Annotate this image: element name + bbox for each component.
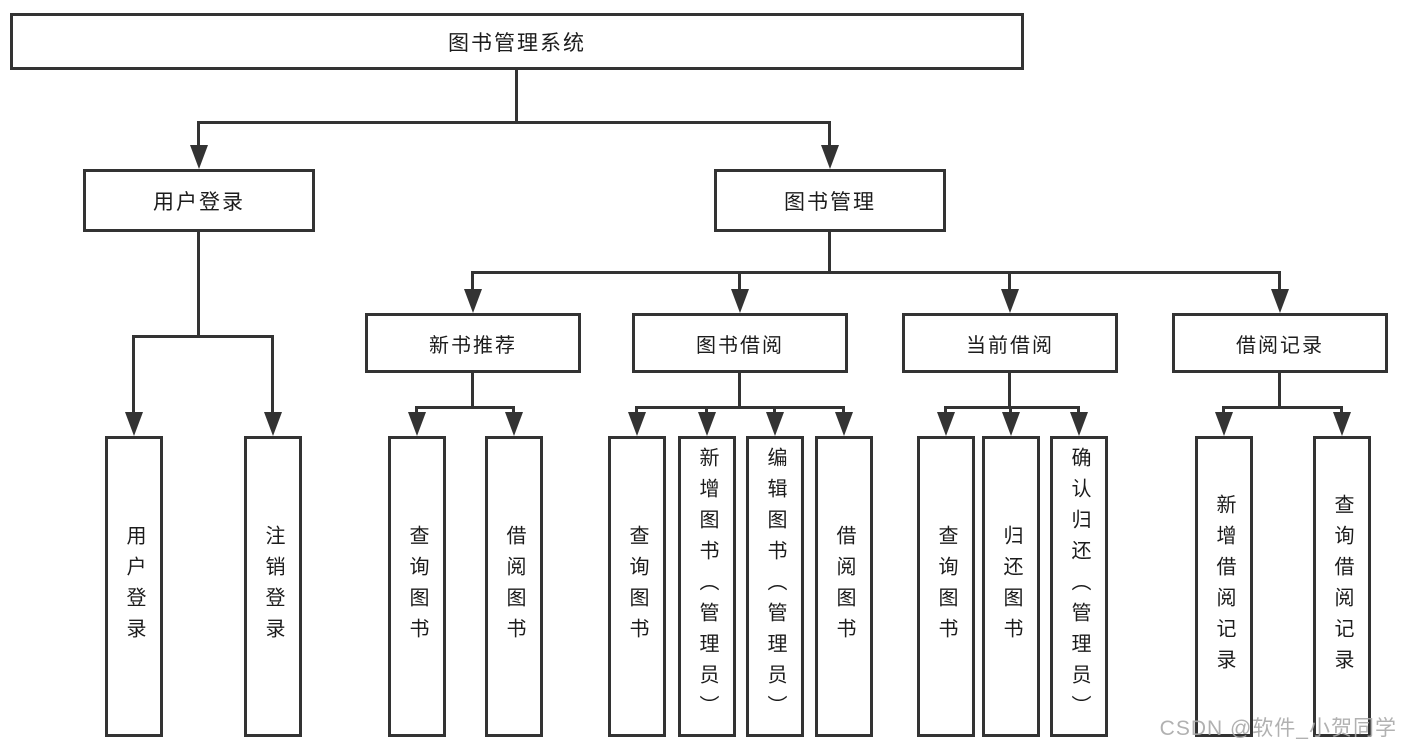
connector-line [512, 406, 515, 415]
watermark: CSDN @软件_小贺同学 [1159, 717, 1397, 740]
connector-line [738, 373, 741, 408]
connector-line [1222, 406, 1225, 415]
connector-line [415, 406, 418, 415]
leaf-add-books-admin: 新增图书（管理员） [678, 436, 736, 737]
connector-line [828, 121, 831, 148]
leaf-label: 新增图书（管理员） [696, 447, 718, 726]
connector-line [1008, 373, 1011, 408]
node-book-management: 图书管理 [714, 169, 946, 232]
connector-line [828, 232, 831, 273]
arrow-down-icon [821, 145, 839, 169]
arrow-down-icon [190, 145, 208, 169]
leaf-logout: 注销登录 [244, 436, 302, 737]
arrow-down-icon [731, 289, 749, 313]
connector-line [471, 271, 474, 291]
connector-line [1278, 271, 1281, 291]
node-library-management-system: 图书管理系统 [10, 13, 1024, 70]
connector-line [1008, 271, 1011, 291]
arrow-down-icon [1215, 412, 1233, 436]
connector-line [635, 406, 638, 415]
connector-line [944, 406, 1080, 409]
leaf-confirm-return-admin: 确认归还（管理员） [1050, 436, 1108, 737]
node-user-login: 用户登录 [83, 169, 315, 232]
arrow-down-icon [464, 289, 482, 313]
connector-line [1340, 406, 1343, 415]
connector-line [842, 406, 845, 415]
arrow-down-icon [1333, 412, 1351, 436]
connector-line [132, 335, 274, 338]
leaf-label: 用户登录 [123, 524, 145, 649]
leaf-return-books: 归还图书 [982, 436, 1040, 737]
arrow-down-icon [125, 412, 143, 436]
connector-line [515, 70, 518, 123]
connector-line [1009, 406, 1012, 415]
connector-line [132, 335, 135, 414]
leaf-label: 归还图书 [1000, 524, 1022, 649]
connector-line [1278, 373, 1281, 408]
leaf-query-books-recommend: 查询图书 [388, 436, 446, 737]
leaf-label: 注销登录 [262, 524, 284, 649]
leaf-add-borrow-record: 新增借阅记录 [1195, 436, 1253, 737]
node-new-book-recommendation: 新书推荐 [365, 313, 581, 373]
leaf-query-borrow-record: 查询借阅记录 [1313, 436, 1371, 737]
leaf-query-books-borrowing: 查询图书 [608, 436, 666, 737]
arrow-down-icon [264, 412, 282, 436]
arrow-down-icon [1001, 289, 1019, 313]
leaf-label: 查询借阅记录 [1331, 493, 1353, 680]
leaf-label: 查询图书 [935, 524, 957, 649]
leaf-borrow-books-recommend: 借阅图书 [485, 436, 543, 737]
connector-line [1077, 406, 1080, 415]
node-current-borrowing: 当前借阅 [902, 313, 1118, 373]
leaf-label: 查询图书 [626, 524, 648, 649]
leaf-label: 借阅图书 [833, 524, 855, 649]
connector-line [471, 373, 474, 408]
arrow-down-icon [505, 412, 523, 436]
leaf-label: 编辑图书（管理员） [764, 447, 786, 726]
connector-line [197, 121, 200, 148]
connector-line [197, 232, 200, 337]
arrow-down-icon [628, 412, 646, 436]
leaf-borrow-books-borrowing: 借阅图书 [815, 436, 873, 737]
arrow-down-icon [408, 412, 426, 436]
connector-line [738, 271, 741, 291]
connector-line [705, 406, 708, 415]
leaf-user-login: 用户登录 [105, 436, 163, 737]
connector-line [415, 406, 515, 409]
arrow-down-icon [766, 412, 784, 436]
connector-line [635, 406, 845, 409]
node-borrowing-records: 借阅记录 [1172, 313, 1388, 373]
leaf-label: 新增借阅记录 [1213, 493, 1235, 680]
arrow-down-icon [937, 412, 955, 436]
arrow-down-icon [1271, 289, 1289, 313]
connector-line [471, 271, 1281, 274]
leaf-label: 借阅图书 [503, 524, 525, 649]
arrow-down-icon [1070, 412, 1088, 436]
arrow-down-icon [698, 412, 716, 436]
connector-line [271, 335, 274, 414]
connector-line [1222, 406, 1343, 409]
leaf-label: 查询图书 [406, 524, 428, 649]
arrow-down-icon [835, 412, 853, 436]
arrow-down-icon [1002, 412, 1020, 436]
connector-line [773, 406, 776, 415]
leaf-edit-books-admin: 编辑图书（管理员） [746, 436, 804, 737]
connector-line [944, 406, 947, 415]
node-book-borrowing: 图书借阅 [632, 313, 848, 373]
leaf-label: 确认归还（管理员） [1068, 447, 1090, 726]
connector-line [197, 121, 831, 124]
leaf-query-books-current: 查询图书 [917, 436, 975, 737]
